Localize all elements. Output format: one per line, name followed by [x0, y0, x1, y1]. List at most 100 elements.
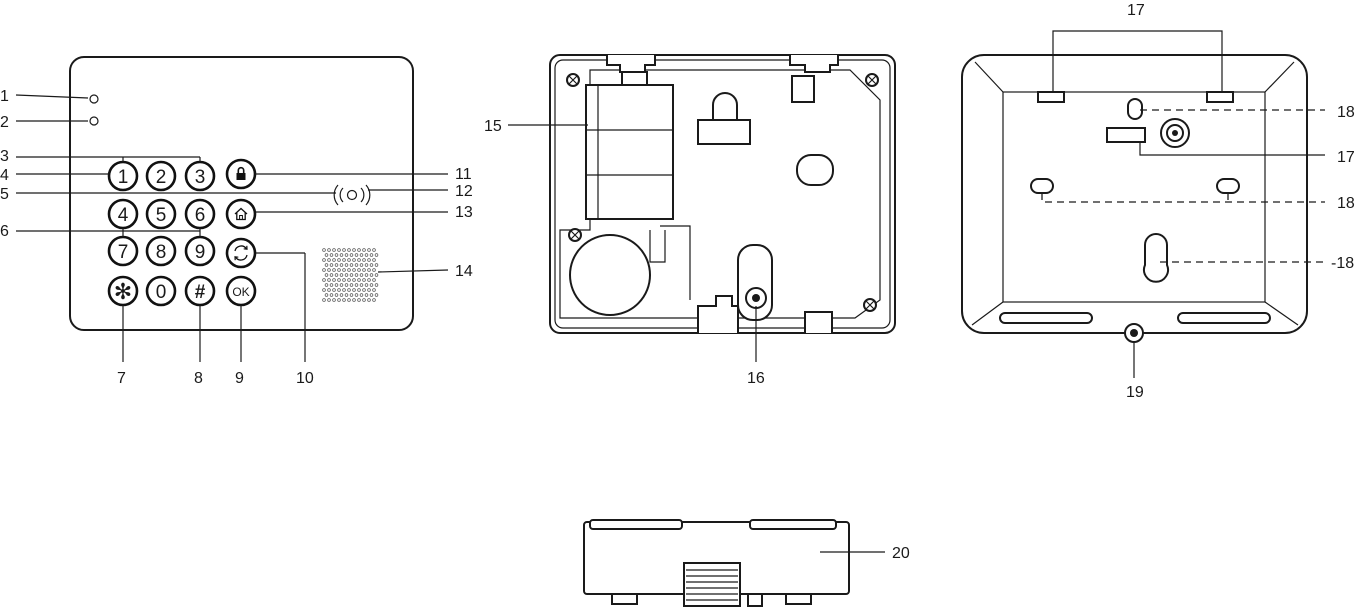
speaker-hole — [324, 283, 329, 287]
speaker-hole — [327, 268, 331, 272]
side-grip — [683, 562, 741, 607]
speaker-hole — [367, 298, 371, 302]
key-star[interactable]: ✻ — [107, 275, 139, 307]
rear-mount-view — [961, 30, 1325, 378]
number-keys: 1 2 3 4 5 6 7 8 9 ✻ 0 # — [107, 160, 216, 307]
speaker-hole — [364, 263, 369, 267]
back-open-view — [508, 54, 896, 362]
key-2[interactable]: 2 — [145, 160, 177, 192]
speaker-hole — [334, 253, 339, 257]
side-view — [583, 519, 885, 607]
speaker-hole — [357, 288, 361, 292]
key-3[interactable]: 3 — [184, 160, 216, 192]
speaker-hole — [347, 248, 351, 252]
key-6[interactable]: 6 — [184, 198, 216, 230]
callout-3: 3 — [0, 148, 9, 165]
speaker-hole — [352, 268, 356, 272]
callout-18-middle: 18 — [1337, 195, 1355, 212]
speaker-hole — [362, 258, 366, 262]
svg-text:9: 9 — [195, 242, 206, 263]
speaker-hole — [339, 253, 344, 257]
speaker-hole — [322, 258, 326, 262]
callout-6: 6 — [0, 223, 9, 240]
svg-text:1: 1 — [118, 167, 129, 188]
speaker-hole — [347, 278, 351, 282]
speaker-hole — [334, 283, 339, 287]
speaker-hole — [357, 258, 361, 262]
speaker-hole — [367, 268, 371, 272]
speaker-hole — [339, 293, 344, 297]
callout-2: 2 — [0, 114, 9, 131]
speaker-hole — [354, 263, 359, 267]
speaker-hole — [339, 273, 344, 277]
callout-8: 8 — [194, 370, 203, 387]
speaker-hole — [374, 263, 379, 267]
speaker-hole — [349, 263, 354, 267]
svg-text:3: 3 — [195, 167, 206, 188]
callout-5: 5 — [0, 186, 9, 203]
speaker-hole — [359, 283, 364, 287]
speaker-hole — [344, 263, 349, 267]
key-1[interactable]: 1 — [107, 160, 139, 192]
speaker-hole — [344, 293, 349, 297]
speaker-hole — [354, 273, 359, 277]
key-hash[interactable]: # — [184, 275, 216, 307]
callout-14: 14 — [455, 263, 473, 280]
key-9[interactable]: 9 — [184, 235, 216, 267]
key-0[interactable]: 0 — [145, 275, 177, 307]
callout-7: 7 — [117, 370, 126, 387]
speaker-hole — [364, 273, 369, 277]
speaker-hole — [344, 283, 349, 287]
speaker-hole — [372, 258, 376, 262]
battery-compartment — [585, 84, 674, 220]
speaker-hole — [329, 253, 334, 257]
speaker-hole — [347, 258, 351, 262]
speaker-hole — [372, 298, 376, 302]
speaker-hole — [327, 298, 331, 302]
callout-12: 12 — [455, 183, 473, 200]
speaker-hole — [347, 268, 351, 272]
speaker-hole — [369, 263, 374, 267]
speaker-hole — [369, 273, 374, 277]
callout-20: 20 — [892, 545, 910, 562]
speaker-hole — [352, 298, 356, 302]
speaker-hole — [367, 288, 371, 292]
speaker-hole — [337, 278, 341, 282]
key-5[interactable]: 5 — [145, 198, 177, 230]
callout-13: 13 — [455, 204, 473, 221]
home-key[interactable] — [225, 198, 257, 230]
speaker-hole — [362, 248, 366, 252]
front-leader-lines — [15, 94, 449, 362]
speaker-hole — [327, 248, 331, 252]
svg-text:2: 2 — [156, 167, 167, 188]
speaker-hole — [347, 288, 351, 292]
callout-4: 4 — [0, 167, 9, 184]
key-7[interactable]: 7 — [107, 235, 139, 267]
svg-text:✻: ✻ — [114, 279, 132, 304]
speaker-hole — [342, 288, 346, 292]
speaker-hole — [374, 253, 379, 257]
speaker-hole — [372, 248, 376, 252]
lock-icon — [236, 166, 246, 180]
speaker-hole — [332, 248, 336, 252]
arm-key[interactable] — [225, 158, 257, 190]
speaker-hole — [354, 293, 359, 297]
speaker-hole — [372, 278, 376, 282]
speaker-hole — [344, 273, 349, 277]
svg-text:5: 5 — [156, 205, 167, 226]
speaker-hole — [332, 268, 336, 272]
callout-16: 16 — [747, 370, 765, 387]
speaker-hole — [324, 273, 329, 277]
speaker-hole — [374, 283, 379, 287]
speaker-hole — [342, 258, 346, 262]
speaker-hole — [372, 288, 376, 292]
speaker-hole — [342, 248, 346, 252]
speaker-hole — [334, 293, 339, 297]
key-4[interactable]: 4 — [107, 198, 139, 230]
callout-9: 9 — [235, 370, 244, 387]
key-8[interactable]: 8 — [145, 235, 177, 267]
buzzer — [569, 225, 691, 316]
ok-key[interactable]: OK — [225, 275, 257, 307]
refresh-key[interactable] — [225, 237, 257, 269]
speaker-hole — [322, 298, 326, 302]
